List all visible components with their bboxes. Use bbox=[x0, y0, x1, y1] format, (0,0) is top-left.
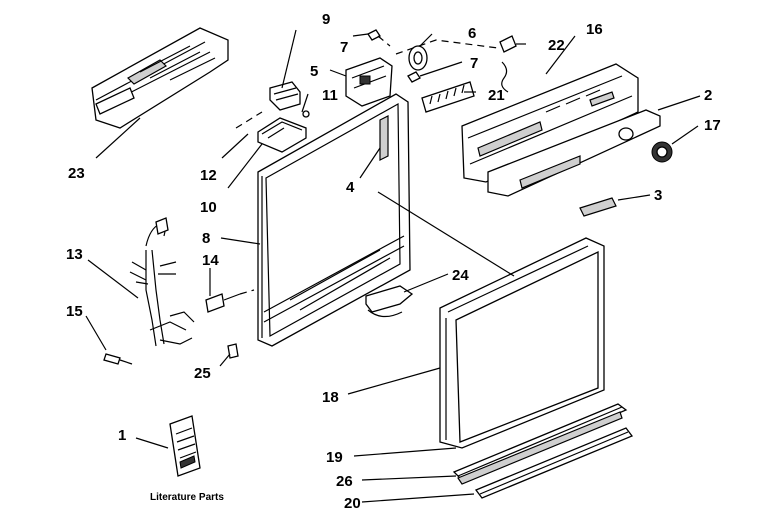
callout-9: 9 bbox=[322, 11, 330, 28]
callout-2: 2 bbox=[704, 87, 712, 104]
callout-22: 22 bbox=[548, 37, 565, 54]
callout-24: 24 bbox=[452, 267, 469, 284]
part-6-latch-knob bbox=[408, 45, 428, 71]
part-16-control-panel bbox=[461, 63, 639, 183]
literature-parts-caption: Literature Parts bbox=[150, 492, 224, 503]
callout-20: 20 bbox=[344, 495, 361, 512]
callout-25: 25 bbox=[194, 365, 211, 382]
part-12-screw-path bbox=[235, 111, 263, 129]
part-14-switch bbox=[205, 289, 255, 313]
callout-1: 1 bbox=[118, 427, 126, 444]
leader-lines bbox=[85, 29, 701, 503]
callout-21: 21 bbox=[488, 87, 505, 104]
part-15-screw bbox=[103, 353, 133, 365]
part-9-door-switch bbox=[269, 81, 310, 118]
part-22-wire-clip bbox=[499, 35, 517, 93]
part-18-outer-door-panel bbox=[439, 237, 605, 449]
part-3-label-insert bbox=[579, 197, 617, 217]
callout-8: 8 bbox=[202, 230, 210, 247]
callout-16: 16 bbox=[586, 21, 603, 38]
callout-19: 19 bbox=[326, 449, 343, 466]
part-10-switch-bracket bbox=[257, 117, 307, 153]
callout-3: 3 bbox=[654, 187, 662, 204]
callout-13: 13 bbox=[66, 246, 83, 263]
callout-14: 14 bbox=[202, 252, 219, 269]
part-8-inner-door-frame bbox=[257, 93, 411, 347]
part-23-vent-bracket bbox=[91, 27, 229, 129]
callout-23: 23 bbox=[68, 165, 85, 182]
part-21-terminal-block bbox=[421, 81, 475, 113]
callout-4: 4 bbox=[346, 179, 355, 196]
callout-12: 12 bbox=[200, 167, 217, 184]
callout-5: 5 bbox=[310, 63, 318, 80]
part-13-wire-harness bbox=[129, 217, 195, 347]
callout-6: 6 bbox=[468, 25, 476, 42]
callout-26: 26 bbox=[336, 473, 353, 490]
part-25-clip bbox=[227, 343, 239, 359]
callout-7-top: 7 bbox=[340, 39, 348, 56]
latch-wire-path bbox=[395, 39, 499, 55]
part-17-control-knob bbox=[651, 141, 673, 163]
part-26-seal-strip bbox=[457, 411, 623, 485]
callout-15: 15 bbox=[66, 303, 83, 320]
part-7-screw-right bbox=[407, 71, 421, 83]
callout-18: 18 bbox=[322, 389, 339, 406]
callout-17: 17 bbox=[704, 117, 721, 134]
callout-labels: 9 7 5 11 12 10 6 7 22 16 21 2 17 3 4 8 1… bbox=[66, 11, 721, 512]
part-2-control-fascia bbox=[487, 109, 661, 197]
part-1-literature-booklet bbox=[169, 415, 201, 477]
part-5-door-latch bbox=[345, 57, 393, 107]
part-24-hinge-bracket bbox=[365, 285, 414, 318]
part-20-kick-plate bbox=[474, 427, 634, 499]
part-7-screw-top bbox=[367, 29, 391, 47]
callout-11: 11 bbox=[322, 87, 338, 104]
callout-10: 10 bbox=[200, 199, 217, 216]
callout-7-right: 7 bbox=[470, 55, 478, 72]
